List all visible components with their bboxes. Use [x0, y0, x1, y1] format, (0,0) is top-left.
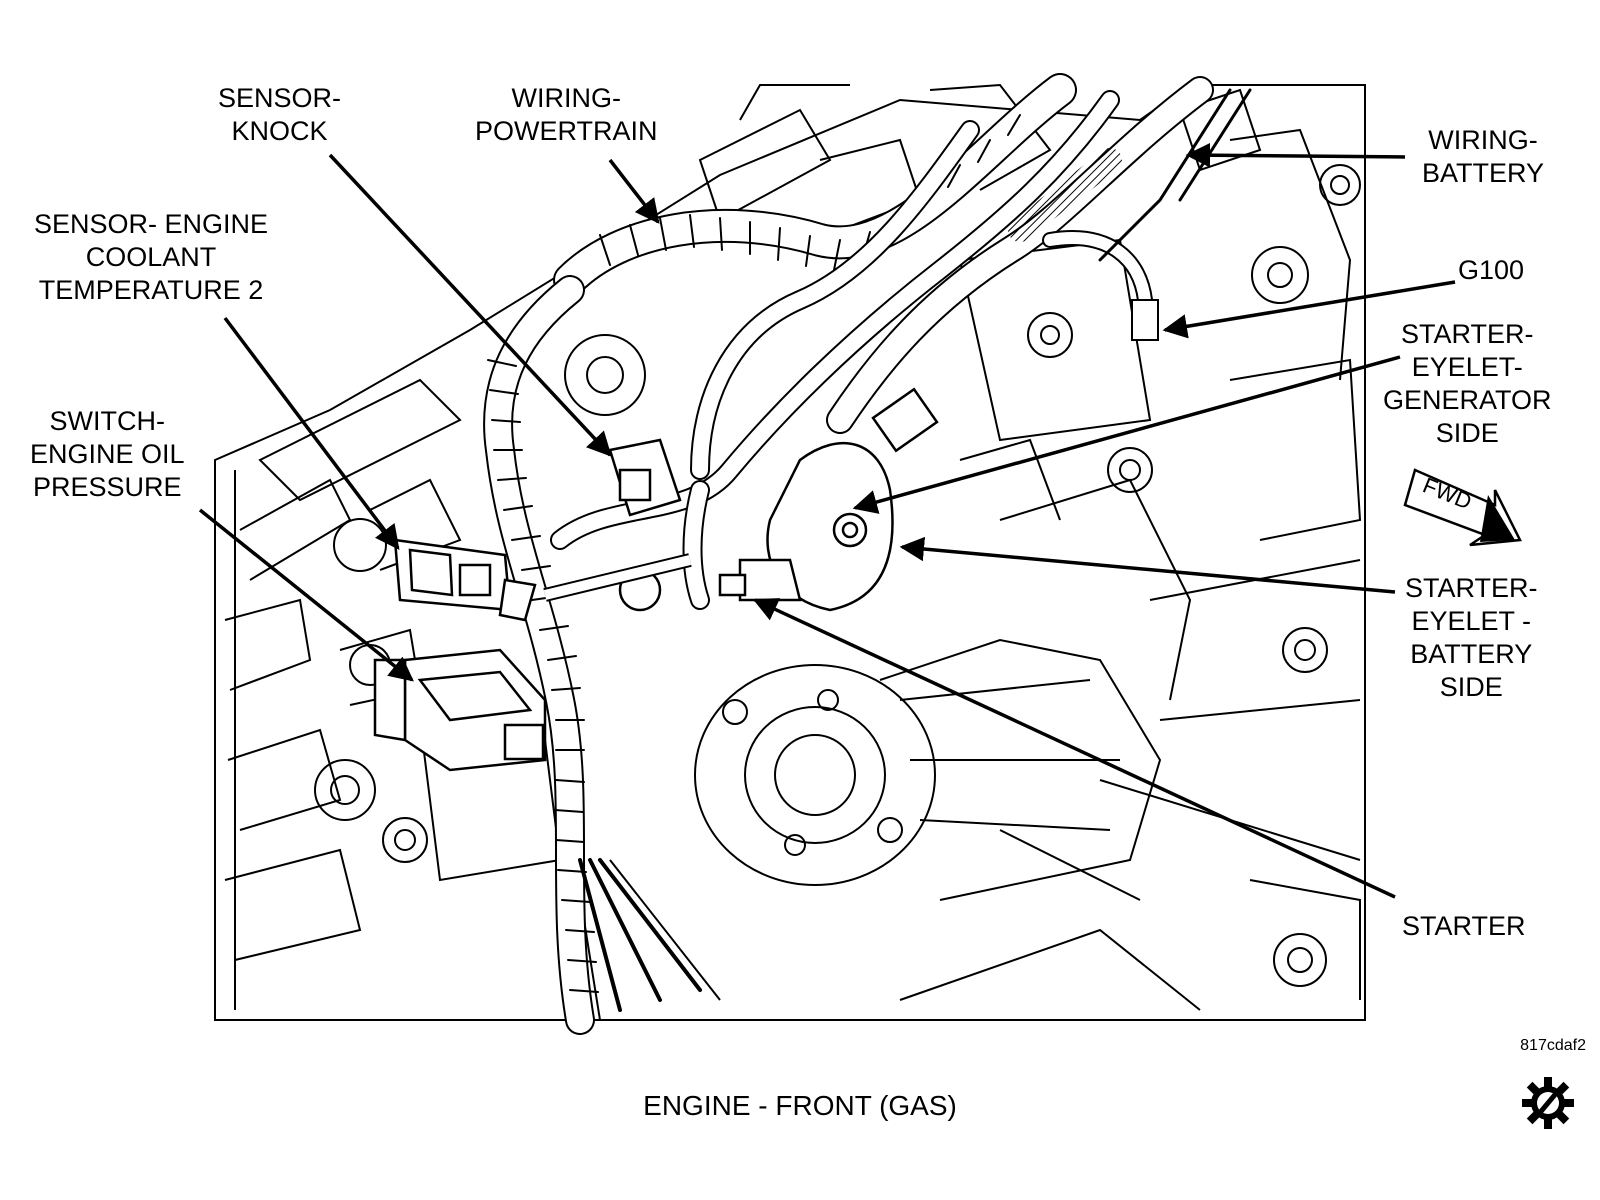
leader-sensor-coolant [223, 316, 400, 550]
label-line: KNOCK [231, 116, 328, 146]
label-line: SIDE [1435, 418, 1499, 448]
label-line: SIDE [1439, 672, 1503, 702]
leader-wiring-powertrain [608, 158, 660, 224]
label-line: WIRING- [1428, 125, 1538, 155]
figure-caption: ENGINE - FRONT (GAS) [643, 1090, 957, 1121]
leader-sensor-knock [328, 153, 612, 457]
label-g100: G100 [1458, 254, 1524, 287]
label-line: STARTER- [1405, 573, 1538, 603]
starter-eyelets [718, 387, 939, 612]
leader-starter-eyelet-generator [852, 355, 1401, 514]
label-sensor-coolant-temperature: SENSOR- ENGINE COOLANT TEMPERATURE 2 [34, 208, 268, 307]
label-sensor-knock: SENSOR- KNOCK [218, 82, 341, 148]
label-line: POWERTRAIN [475, 116, 658, 146]
label-line: EYELET- [1411, 352, 1523, 382]
label-starter-eyelet-generator: STARTER- EYELET- GENERATOR SIDE [1383, 318, 1552, 450]
leader-lines [198, 142, 1456, 899]
figure-id: 817cdaf2 [1520, 1037, 1586, 1054]
label-line: PRESSURE [33, 472, 182, 502]
label-starter-eyelet-battery: STARTER- EYELET - BATTERY SIDE [1405, 572, 1538, 704]
label-line: SENSOR- ENGINE [34, 209, 269, 239]
label-line: EYELET - [1411, 606, 1532, 636]
leader-g100 [1162, 280, 1456, 339]
label-switch-oil-pressure: SWITCH- ENGINE OIL PRESSURE [30, 405, 185, 504]
label-line: BATTERY [1410, 639, 1533, 669]
label-wiring-battery: WIRING- BATTERY [1422, 124, 1544, 190]
label-line: WIRING- [511, 83, 621, 113]
label-line: GENERATOR [1383, 385, 1552, 415]
sensor-connectors [373, 438, 692, 772]
leader-switch-oil [198, 508, 414, 682]
label-wiring-powertrain: WIRING- POWERTRAIN [475, 82, 658, 148]
label-line: BATTERY [1422, 158, 1545, 188]
wiring-harness [483, 73, 1252, 1035]
label-line: ENGINE OIL [30, 439, 185, 469]
label-line: TEMPERATURE 2 [38, 275, 264, 305]
label-starter: STARTER [1402, 910, 1526, 943]
label-line: G100 [1458, 255, 1525, 285]
label-line: STARTER- [1401, 319, 1534, 349]
label-line: SWITCH- [49, 406, 166, 436]
gear-slash-logo [1522, 1077, 1574, 1129]
fwd-arrow: FWD [1403, 468, 1522, 547]
leader-starter-eyelet-battery [899, 536, 1396, 594]
label-line: STARTER [1402, 911, 1526, 941]
label-line: COOLANT [85, 242, 217, 272]
label-line: SENSOR- [218, 83, 342, 113]
leader-starter [752, 598, 1396, 899]
leader-wiring-battery [1185, 142, 1406, 168]
